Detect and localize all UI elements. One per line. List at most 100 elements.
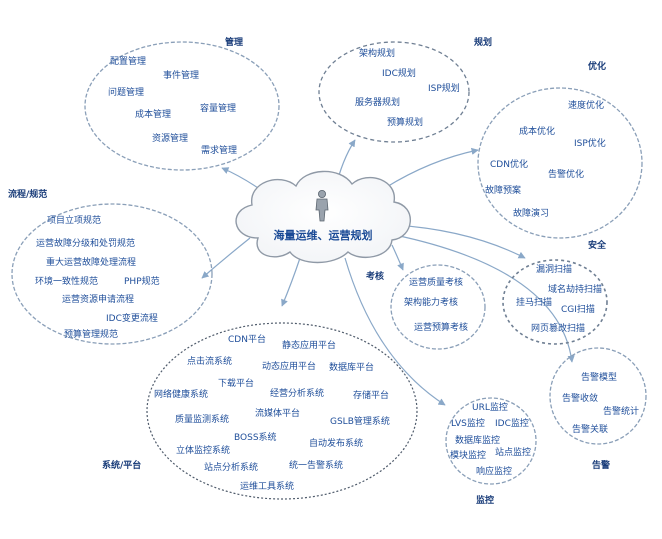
node-item: 架构能力考核 bbox=[404, 296, 458, 308]
node-item: IDC规划 bbox=[382, 67, 416, 79]
node-item: 预算规划 bbox=[387, 116, 423, 128]
node-item: 容量管理 bbox=[200, 102, 236, 114]
oval-gaojing bbox=[549, 347, 647, 445]
node-item: 故障演习 bbox=[513, 207, 549, 219]
node-item: CDN平台 bbox=[228, 333, 266, 345]
node-item: 立体监控系统 bbox=[176, 444, 230, 456]
node-item: 静态应用平台 bbox=[282, 339, 336, 351]
connector-gaojing bbox=[394, 234, 575, 363]
node-item: 漏洞扫描 bbox=[536, 263, 572, 275]
node-item: URL监控 bbox=[472, 401, 508, 413]
node-item: PHP规范 bbox=[124, 275, 160, 287]
node-item: 事件管理 bbox=[163, 69, 199, 81]
node-item: 资源管理 bbox=[152, 132, 188, 144]
title-gaojing: 告警 bbox=[592, 459, 610, 471]
node-item: 配置管理 bbox=[110, 55, 146, 67]
oval-guanli bbox=[84, 41, 280, 171]
connector-xitong bbox=[281, 257, 301, 307]
connector-jiankong bbox=[344, 257, 446, 406]
title-anquan: 安全 bbox=[588, 239, 607, 251]
node-item: 运营资源申请流程 bbox=[62, 293, 134, 305]
node-item: CGI扫描 bbox=[561, 303, 595, 315]
oval-liucheng bbox=[11, 203, 213, 345]
center-title: 海量运维、运营规划 bbox=[274, 228, 373, 242]
items-gaojing: 告警模型 告警收敛 告警统计 告警关联 bbox=[562, 371, 639, 435]
oval-jiankong bbox=[445, 397, 537, 485]
node-item: 需求管理 bbox=[201, 144, 237, 156]
node-item: 下载平台 bbox=[218, 377, 254, 389]
person-icon bbox=[315, 189, 329, 222]
node-item: 预算管理规范 bbox=[64, 328, 118, 340]
node-item: 告警关联 bbox=[572, 423, 608, 435]
node-item: 质量监测系统 bbox=[175, 413, 229, 425]
node-item: 环境一致性规范 bbox=[35, 275, 98, 287]
node-item: 数据库监控 bbox=[455, 434, 500, 446]
node-item: 成本优化 bbox=[519, 125, 555, 137]
node-item: 成本管理 bbox=[135, 108, 171, 120]
node-item: 站点监控 bbox=[495, 446, 531, 458]
node-item: 服务器规划 bbox=[355, 96, 400, 108]
connector-kaohe bbox=[391, 244, 404, 271]
items-xitong: CDN平台 静态应用平台 点击流系统 动态应用平台 数据库平台 下载平台 网络健… bbox=[154, 333, 390, 492]
items-youhua: 速度优化 成本优化 ISP优化 CDN优化 告警优化 故障预案 故障演习 bbox=[485, 99, 606, 219]
node-item: IDC变更流程 bbox=[106, 312, 158, 324]
title-youhua: 优化 bbox=[588, 60, 606, 72]
oval-kaohe bbox=[390, 264, 486, 350]
node-item: 动态应用平台 bbox=[262, 360, 316, 372]
oval-xitong bbox=[146, 322, 418, 500]
node-item: 点击流系统 bbox=[187, 355, 232, 367]
node-item: 运营质量考核 bbox=[409, 276, 463, 288]
node-item: 问题管理 bbox=[108, 86, 144, 98]
node-item: 域名劫持扫描 bbox=[548, 283, 602, 295]
title-guanli: 管理 bbox=[225, 36, 243, 48]
connectors bbox=[201, 139, 575, 406]
node-item: ISP规划 bbox=[428, 82, 460, 94]
connector-liucheng bbox=[201, 237, 251, 279]
node-item: GSLB管理系统 bbox=[330, 415, 390, 427]
node-item: 流媒体平台 bbox=[255, 407, 300, 419]
node-item: 告警统计 bbox=[603, 405, 639, 417]
node-item: 数据库平台 bbox=[329, 361, 374, 373]
items-guanli: 配置管理 事件管理 问题管理 成本管理 容量管理 资源管理 需求管理 bbox=[108, 55, 237, 156]
node-item: IDC监控 bbox=[495, 417, 529, 429]
title-guihua: 规划 bbox=[474, 36, 492, 48]
node-item: 挂马扫描 bbox=[516, 296, 552, 308]
node-item: 网页篡改扫描 bbox=[531, 322, 585, 334]
node-item: ISP优化 bbox=[574, 137, 606, 149]
node-item: 运维工具系统 bbox=[240, 480, 294, 492]
node-item: 模块监控 bbox=[450, 449, 486, 461]
node-item: 故障预案 bbox=[485, 184, 521, 196]
center-cloud: 海量运维、运营规划 bbox=[235, 170, 411, 264]
node-item: 告警优化 bbox=[548, 168, 584, 180]
node-item: 架构规划 bbox=[359, 47, 395, 59]
node-item: 站点分析系统 bbox=[204, 461, 258, 473]
node-item: 自动发布系统 bbox=[309, 437, 363, 449]
node-item: 统一告警系统 bbox=[289, 459, 343, 471]
node-item: BOSS系统 bbox=[234, 431, 277, 443]
oval-youhua bbox=[477, 87, 643, 239]
node-item: 运营预算考核 bbox=[414, 321, 468, 333]
node-item: 告警收敛 bbox=[562, 392, 598, 404]
node-item: 网络健康系统 bbox=[154, 388, 208, 400]
group-ovals bbox=[11, 41, 647, 500]
items-jiankong: URL监控 LVS监控 IDC监控 数据库监控 模块监控 站点监控 响应监控 bbox=[450, 401, 531, 477]
items-liucheng: 项目立项规范 运营故障分级和处罚规范 重大运营故障处理流程 环境一致性规范 PH… bbox=[35, 214, 160, 340]
node-item: 速度优化 bbox=[568, 99, 604, 111]
title-kaohe: 考核 bbox=[366, 270, 384, 282]
connector-youhua bbox=[384, 147, 479, 189]
oval-anquan bbox=[502, 259, 608, 345]
items-kaohe: 运营质量考核 架构能力考核 运营预算考核 bbox=[404, 276, 468, 333]
title-liucheng: 流程/规范 bbox=[8, 188, 47, 200]
node-item: LVS监控 bbox=[451, 417, 485, 429]
node-item: 重大运营故障处理流程 bbox=[46, 256, 136, 268]
node-item: 响应监控 bbox=[476, 465, 512, 477]
oval-guihua bbox=[318, 41, 470, 143]
connector-anquan bbox=[394, 224, 526, 259]
node-item: 存储平台 bbox=[353, 389, 389, 401]
node-item: CDN优化 bbox=[490, 158, 528, 170]
group-titles: 管理 规划 优化 安全 告警 监控 考核 流程/规范 系统/平台 bbox=[8, 36, 610, 506]
title-jiankong: 监控 bbox=[476, 494, 494, 506]
items-guihua: 架构规划 IDC规划 ISP规划 服务器规划 预算规划 bbox=[355, 47, 460, 128]
node-item: 告警模型 bbox=[581, 371, 617, 383]
